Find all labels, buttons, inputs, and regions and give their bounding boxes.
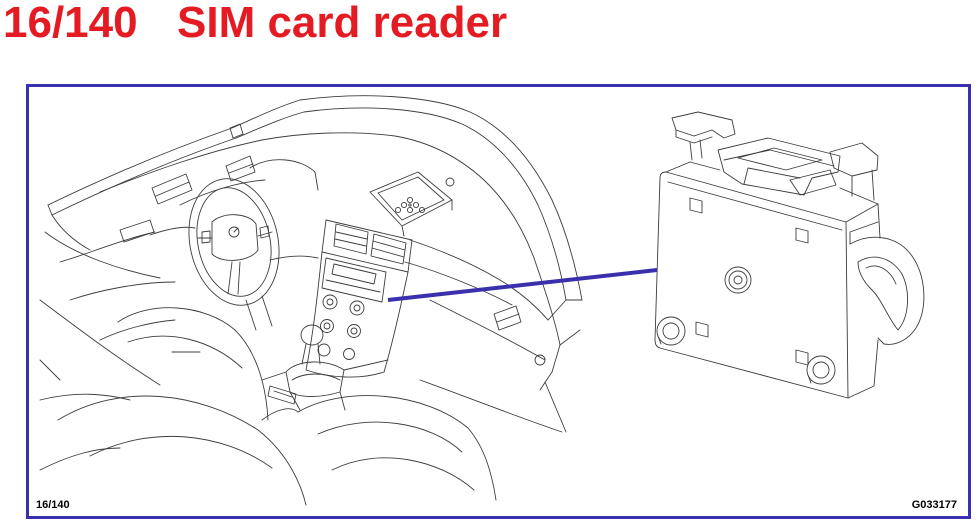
dashboard bbox=[149, 155, 581, 391]
release-handle bbox=[849, 221, 925, 345]
diagram-frame bbox=[26, 84, 971, 519]
windshield-frame bbox=[47, 95, 583, 301]
title-section-number: 16/140 bbox=[3, 0, 138, 47]
center-console bbox=[305, 219, 413, 378]
reader-housing bbox=[654, 161, 881, 399]
card-slot bbox=[717, 137, 841, 196]
footer-figure-id: G033177 bbox=[911, 499, 957, 511]
steering-wheel bbox=[188, 178, 280, 331]
navigation-display bbox=[369, 171, 455, 237]
seats bbox=[39, 307, 567, 506]
footer-page-ref: 16/140 bbox=[36, 499, 70, 511]
callout-line bbox=[387, 268, 658, 302]
left-door-panel bbox=[39, 173, 193, 401]
sim-card-reader-icon bbox=[654, 111, 925, 399]
page-title: SIM card reader bbox=[177, 0, 508, 47]
mounting-bracket bbox=[671, 111, 879, 201]
mounting-holes bbox=[656, 197, 836, 385]
car-interior-icon bbox=[39, 95, 583, 506]
gear-shifter bbox=[261, 324, 389, 411]
